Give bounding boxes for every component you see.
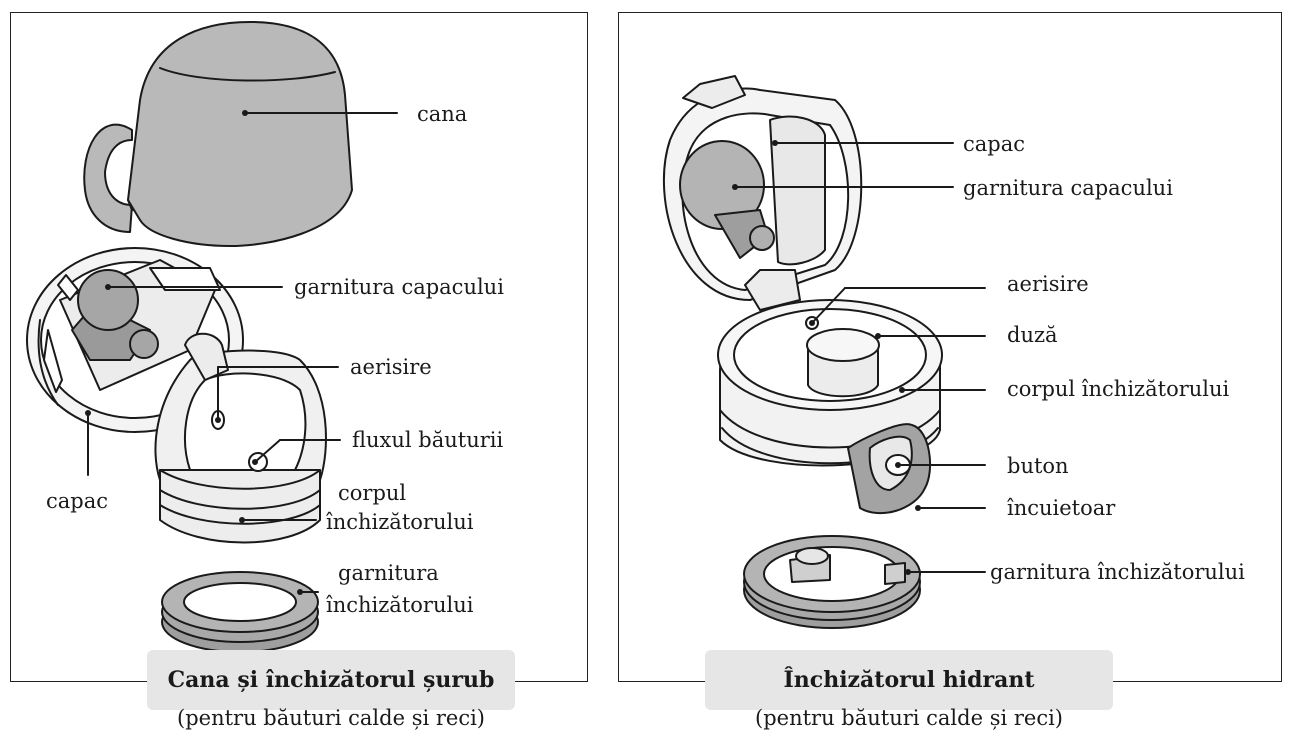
caption-subtitle-right: (pentru băuturi calde și reci)	[688, 706, 1130, 730]
hydrant-body-illustration	[718, 300, 942, 513]
hydrant-gasket-illustration	[744, 536, 920, 628]
label-hydrant-vent: aerisire	[1007, 271, 1089, 297]
label-lock: încuietoar	[1007, 495, 1115, 521]
caption-title-right: Închizătorul hidrant	[784, 667, 1035, 693]
label-body-line2: închizătorului	[326, 509, 473, 535]
caption-title-left: Cana și închizătorul șurub	[168, 667, 495, 693]
label-hydrant-cap: capac	[963, 131, 1025, 157]
label-cap: capac	[46, 488, 108, 514]
caption-box-right: Închizătorul hidrant	[705, 650, 1113, 710]
label-gasket-line1: garnitura	[338, 560, 439, 586]
label-drink-flow: fluxul băuturii	[352, 427, 503, 453]
hydrant-cap-illustration	[664, 76, 861, 310]
caption-box-left: Cana și închizătorul șurub	[147, 650, 515, 710]
screw-gasket-illustration	[162, 572, 318, 652]
label-cap-gasket: garnitura capacului	[294, 274, 504, 300]
label-body-line1: corpul	[338, 480, 406, 506]
label-button: buton	[1007, 453, 1069, 479]
label-hydrant-cap-gasket: garnitura capacului	[963, 175, 1173, 201]
label-vent: aerisire	[350, 354, 432, 380]
cup-illustration	[84, 22, 352, 246]
caption-subtitle-left: (pentru băuturi calde și reci)	[110, 706, 552, 730]
label-hydrant-body: corpul închizătorului	[1007, 376, 1229, 402]
label-cup: cana	[417, 101, 467, 127]
label-gasket-line2: închizătorului	[326, 592, 473, 618]
label-nozzle: duză	[1007, 322, 1058, 348]
label-hydrant-gasket: garnitura închizătorului	[990, 559, 1245, 585]
